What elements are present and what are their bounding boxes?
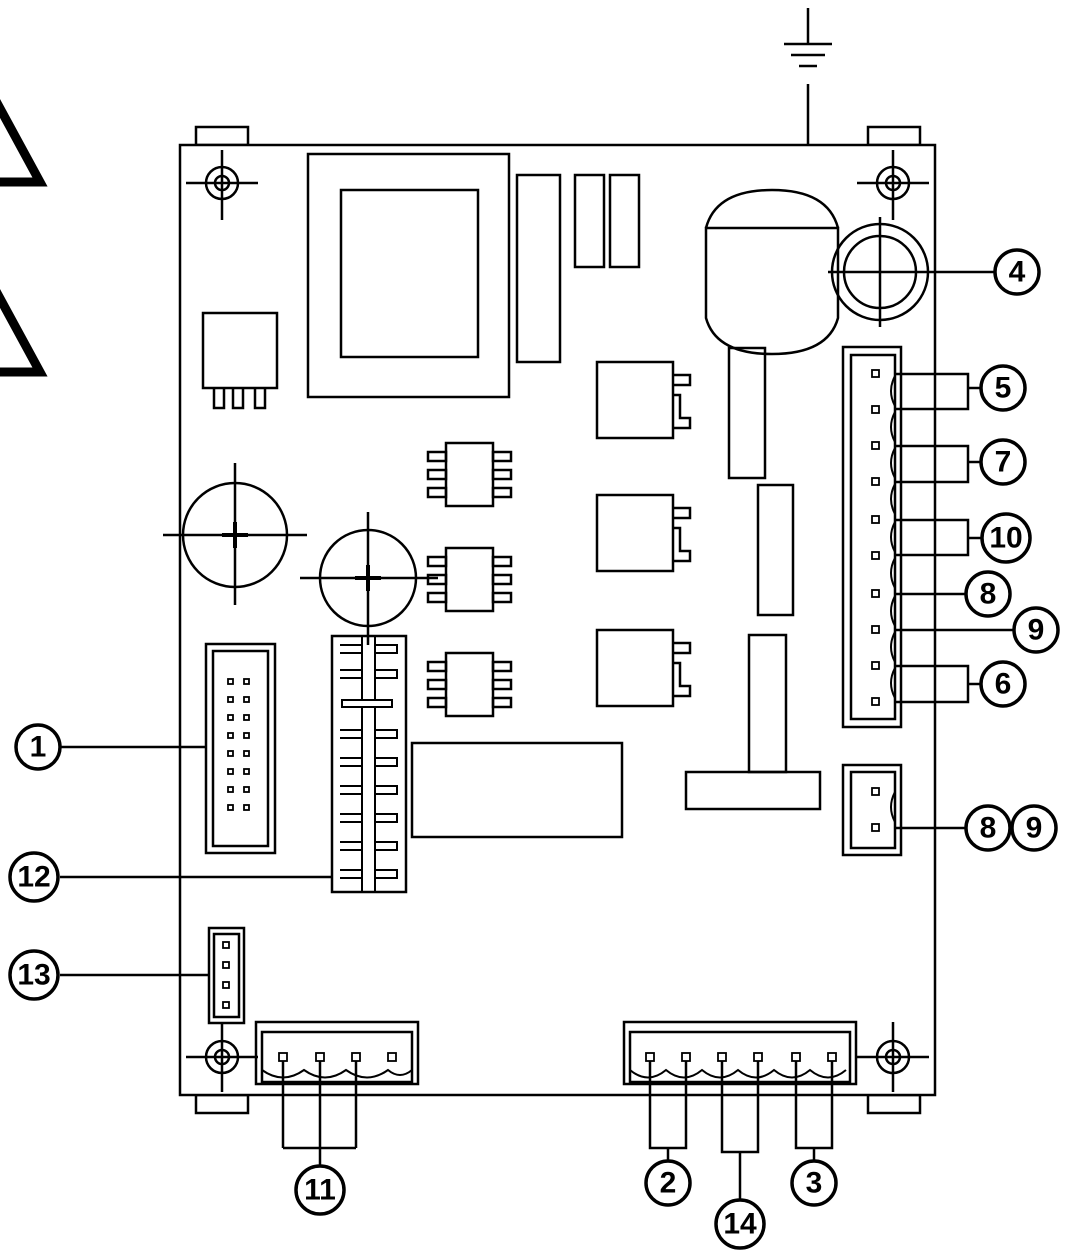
callout-3: 3 xyxy=(790,1159,838,1207)
six-pin-connector xyxy=(622,1020,858,1200)
warning-triangle-icon xyxy=(0,98,48,187)
component-block xyxy=(201,311,279,410)
component-block xyxy=(608,173,641,269)
terminal-block-connector xyxy=(841,345,1014,729)
svg-text:7: 7 xyxy=(995,446,1012,479)
callout-12: 12 xyxy=(8,851,60,903)
svg-text:4: 4 xyxy=(1009,256,1026,289)
ribbon-header-connector xyxy=(60,642,277,855)
svg-text:2: 2 xyxy=(660,1167,677,1200)
svg-text:9: 9 xyxy=(1028,614,1045,647)
mounting-hole xyxy=(857,150,929,220)
warning-triangle-icon xyxy=(0,288,48,377)
capacitor xyxy=(704,226,840,356)
callout-7: 7 xyxy=(979,438,1027,486)
callout-6: 6 xyxy=(979,660,1027,708)
svg-text:9: 9 xyxy=(1026,812,1043,845)
callout-1: 1 xyxy=(14,723,62,771)
mounting-hole xyxy=(857,1022,929,1092)
terminal-strip-connector xyxy=(60,634,408,894)
svg-text:13: 13 xyxy=(17,959,50,992)
resistor xyxy=(684,770,822,811)
svg-text:8: 8 xyxy=(980,812,997,845)
pcb-board-outline xyxy=(178,125,937,1115)
ic-chip xyxy=(426,651,513,718)
two-pin-connector xyxy=(841,763,966,857)
potentiometer xyxy=(163,463,307,605)
callout-13: 13 xyxy=(8,949,60,1001)
svg-text:14: 14 xyxy=(723,1208,757,1241)
callout-8-connector: 8 xyxy=(964,804,1012,852)
ic-chip xyxy=(426,546,513,613)
transformer xyxy=(306,152,511,399)
svg-text:1: 1 xyxy=(30,731,47,764)
four-pin-connector xyxy=(254,1020,420,1166)
callout-10: 10 xyxy=(980,512,1032,564)
callout-5: 5 xyxy=(979,364,1027,412)
callout-9-terminal: 9 xyxy=(1012,606,1060,654)
svg-text:10: 10 xyxy=(989,522,1022,555)
callout-8-terminal: 8 xyxy=(964,570,1012,618)
relay xyxy=(410,741,624,839)
relay-block xyxy=(515,173,562,364)
svg-text:8: 8 xyxy=(980,578,997,611)
capacitor xyxy=(704,188,840,229)
resistor xyxy=(756,483,795,617)
callout-14: 14 xyxy=(714,1198,766,1250)
callout-9-connector: 9 xyxy=(1010,804,1058,852)
ic-chip xyxy=(426,441,513,508)
resistor xyxy=(727,346,767,480)
callout-11: 11 xyxy=(294,1164,346,1216)
potentiometer xyxy=(300,512,438,645)
voltage-regulator xyxy=(595,360,692,440)
callout-4: 4 xyxy=(993,248,1041,296)
fuse-holder xyxy=(828,217,996,327)
svg-text:5: 5 xyxy=(995,372,1012,405)
svg-text:12: 12 xyxy=(17,861,50,894)
svg-text:6: 6 xyxy=(995,668,1012,701)
callout-2: 2 xyxy=(644,1159,692,1207)
svg-text:3: 3 xyxy=(806,1167,823,1200)
small-connector xyxy=(60,926,246,1025)
mounting-hole xyxy=(186,1022,258,1092)
svg-text:11: 11 xyxy=(304,1174,336,1207)
mounting-hole xyxy=(186,150,258,220)
voltage-regulator xyxy=(595,628,692,708)
component-block xyxy=(573,173,606,269)
voltage-regulator xyxy=(595,493,692,573)
